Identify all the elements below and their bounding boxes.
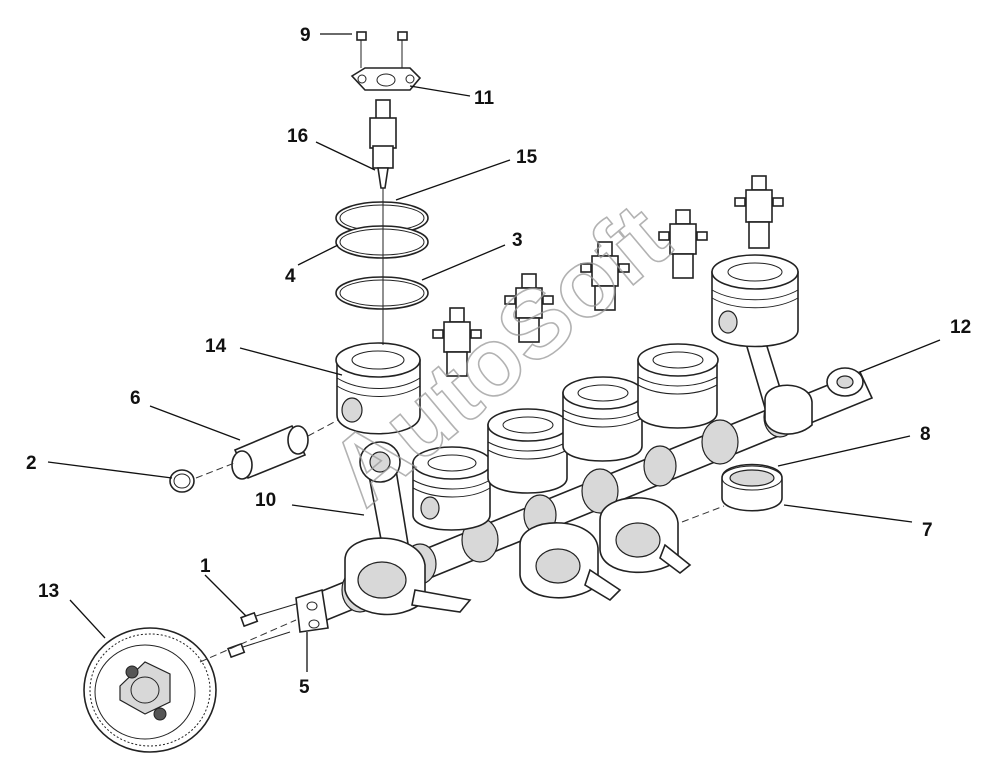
callout-11: 11 — [474, 88, 495, 109]
callout-6: 6 — [130, 388, 141, 409]
connecting-rods — [344, 339, 813, 616]
camshaft-bearings — [721, 463, 783, 512]
callout-3: 3 — [512, 230, 523, 251]
callout-16: 16 — [287, 126, 308, 147]
callout-leaders — [47, 33, 941, 672]
piston-pin — [231, 424, 309, 480]
callout-7: 7 — [922, 520, 933, 541]
callout-13: 13 — [38, 581, 59, 602]
callout-1: 1 — [200, 556, 211, 577]
callout-numbers: 9 11 16 15 4 3 14 6 2 10 1 13 5 12 8 7 — [26, 25, 971, 698]
callout-9: 9 — [300, 25, 311, 46]
injector-exploded — [369, 99, 397, 189]
fuel-injectors — [369, 99, 784, 377]
callout-5: 5 — [299, 677, 310, 698]
pin-retainer-ring — [169, 469, 195, 493]
clamp-bolts — [356, 31, 408, 68]
callout-10: 10 — [255, 490, 276, 511]
callout-14: 14 — [205, 336, 227, 357]
callout-2: 2 — [26, 453, 37, 474]
thrust-plate-bolts — [227, 603, 297, 659]
piston-rings — [335, 201, 429, 310]
pistons — [335, 254, 799, 531]
injector-clamp — [350, 67, 422, 91]
piston-exploded — [335, 342, 421, 435]
thrust-plate — [295, 588, 329, 633]
callout-4: 4 — [285, 266, 296, 287]
callout-15: 15 — [516, 147, 538, 168]
camshaft-gear — [83, 627, 217, 753]
callout-12: 12 — [950, 317, 971, 338]
callout-8: 8 — [920, 424, 931, 445]
